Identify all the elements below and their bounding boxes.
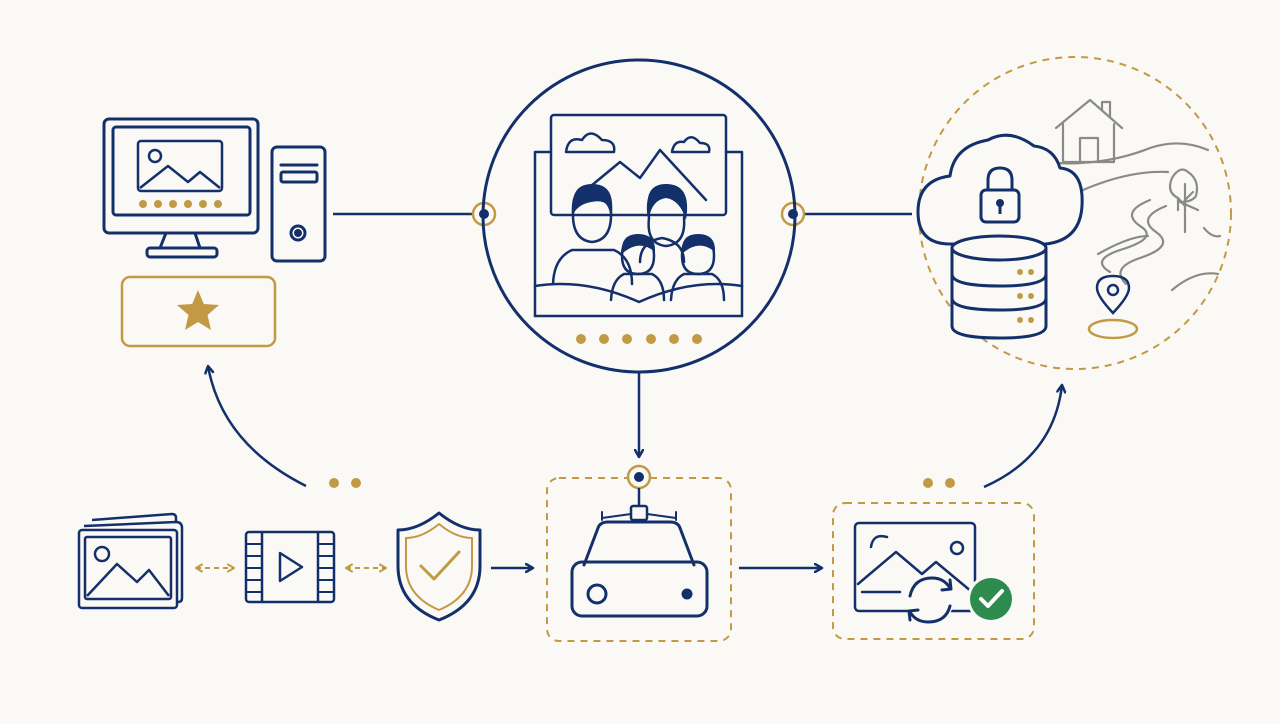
ellipsis-left (329, 478, 361, 488)
connector-desktop-album (333, 201, 497, 227)
cloud-region-circle (918, 56, 1232, 370)
drive-port-marker (626, 464, 652, 506)
connector-album-cloud (780, 201, 912, 227)
arrow-restore-to-cloud (983, 385, 1062, 489)
arrow-pipeline-to-favorite (208, 366, 307, 488)
favorite-card[interactable] (120, 275, 277, 348)
success-check-icon (967, 575, 1015, 623)
album-dots (576, 334, 702, 344)
sync-icon (906, 576, 954, 624)
album-hair-fill (572, 184, 716, 254)
photo-stack-icon (77, 512, 184, 610)
location-pin-icon (1087, 274, 1139, 340)
external-drive-icon (570, 504, 709, 618)
star-icon (177, 290, 219, 330)
desktop-computer-icon (102, 117, 327, 263)
shield-check-icon (396, 511, 482, 622)
database-icon (950, 234, 1048, 340)
monitor-dots (139, 200, 222, 208)
restore-region-box (832, 502, 1035, 640)
album-circle (481, 58, 797, 374)
family-photo-album-icon (533, 113, 744, 318)
monitor-image-icon (136, 139, 224, 193)
home-landscape-location-icon (1038, 98, 1222, 292)
video-film-icon (244, 530, 336, 604)
ellipsis-right (923, 478, 955, 488)
cloud-lock-icon (916, 133, 1084, 246)
